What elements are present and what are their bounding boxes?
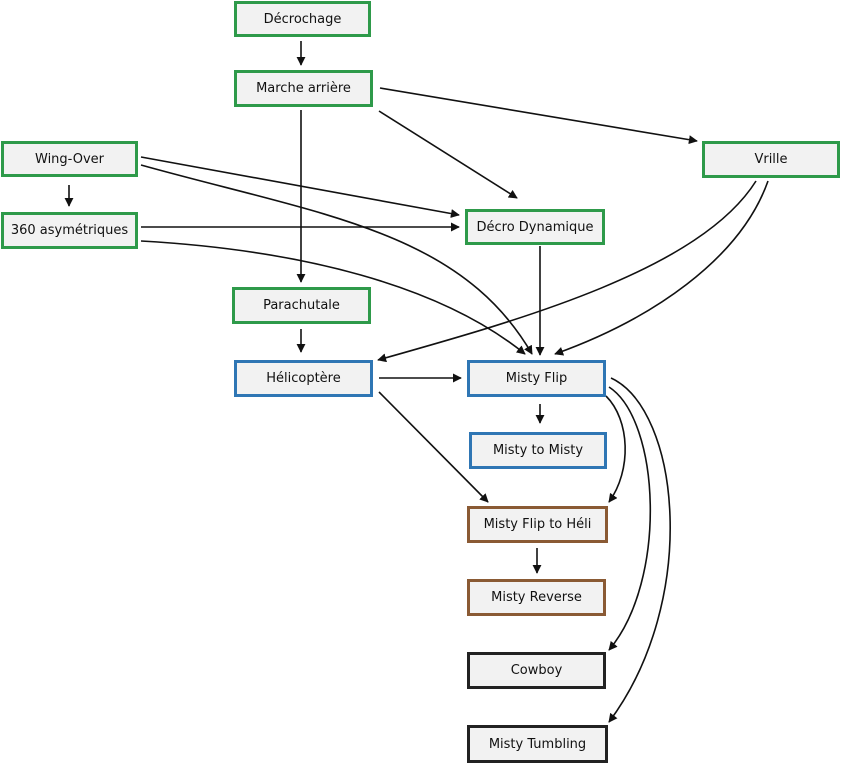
node-misty-flip-to-heli: Misty Flip to Héli [467, 506, 608, 543]
node-wing-over: Wing-Over [1, 141, 138, 177]
node-marche-arriere: Marche arrière [234, 70, 373, 107]
edge-misty-flip-misty-tumbling [608, 377, 671, 723]
edge-wing-over-decro-dynamique [140, 156, 460, 218]
edge-vrille-misty-flip [554, 180, 769, 356]
edge-vrille-helicoptere [377, 180, 757, 363]
node-label: Misty Tumbling [488, 736, 587, 752]
node-label: Hélicoptère [266, 371, 341, 386]
edge-misty-flip-misty-flip-to-heli [605, 395, 626, 503]
node-label: Misty Flip to Héli [483, 517, 592, 532]
node-label: Wing-Over [35, 151, 104, 167]
edge-marche-arriere-decro-dynamique [378, 110, 518, 199]
edge-wing-over-misty-flip [140, 164, 533, 355]
node-misty-flip: Misty Flip [467, 360, 606, 397]
node-label: Misty Flip [505, 371, 568, 386]
node-vrille: Vrille [702, 141, 840, 178]
node-helicoptere: Hélicoptère [234, 360, 373, 397]
node-label: Misty to Misty [492, 443, 584, 458]
node-label: Vrille [754, 152, 788, 167]
edge-marche-arriere-vrille [379, 87, 698, 145]
node-label: Décro Dynamique [476, 219, 594, 235]
node-misty-to-misty: Misty to Misty [469, 432, 607, 469]
node-label: Cowboy [510, 663, 563, 678]
node-label: 360 asymétriques [10, 223, 129, 238]
edge-helicoptere-misty-flip-to-heli [378, 391, 489, 503]
node-parachutale: Parachutale [232, 287, 371, 324]
node-cowboy: Cowboy [467, 652, 606, 689]
node-label: Décrochage [263, 11, 342, 27]
node-label: Parachutale [263, 298, 340, 313]
node-decro-dynamique: Décro Dynamique [465, 209, 605, 245]
node-decrochage: Décrochage [234, 1, 371, 37]
node-360-asymetriques: 360 asymétriques [1, 212, 138, 249]
edge-misty-flip-cowboy [608, 386, 652, 651]
node-misty-tumbling: Misty Tumbling [467, 725, 608, 763]
node-label: Marche arrière [256, 81, 351, 96]
node-misty-reverse: Misty Reverse [467, 579, 606, 616]
node-label: Misty Reverse [491, 590, 582, 605]
